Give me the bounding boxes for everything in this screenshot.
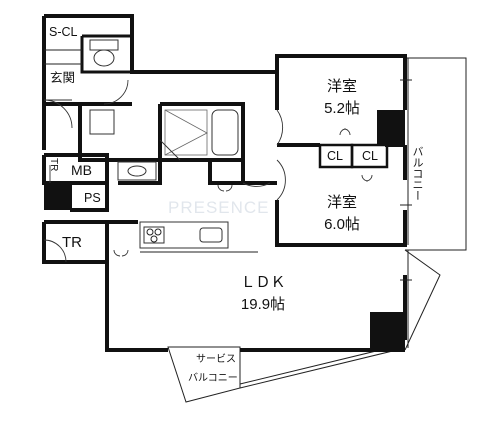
closet-box-2 [350,143,389,169]
bathtub [211,109,239,156]
closet-door-2 [361,174,373,182]
service-balcony-label-2: バルコニー [188,373,238,384]
western-room-2-size: 6.0帖 [324,215,360,233]
western-room-1-name: 洋室 [326,78,357,95]
kitchen-sink [199,227,223,243]
column-ldk [370,312,405,352]
shower-floor [164,109,208,156]
cooktop [143,226,165,244]
entrance-label: 玄関 [50,71,76,85]
closet-door-1 [339,128,351,136]
bed1-door [276,109,284,146]
burner-3 [150,235,158,243]
kitchen-storage-door [113,249,129,257]
tr-door [43,239,67,263]
bath-door [159,139,181,161]
washbasin-bowl [127,165,147,177]
burner-1 [146,228,154,236]
bedroom-wall-north [275,54,407,110]
kitchen-upper-wall [208,160,245,185]
western-room-2-name: 洋室 [326,194,357,211]
western-room-1-size: 5.2帖 [324,99,360,117]
corridor-door [103,79,129,105]
trunk-room-label: TR [62,234,82,251]
ldk-room: ＬＤＫ 19.9帖 [228,272,298,316]
balcony-outline [405,57,467,251]
column-bedroom [377,110,405,145]
balcony-label: バルコニー [411,146,423,201]
burner-2 [154,228,162,236]
shower-fold [164,109,208,156]
toilet-wall-2 [80,36,132,74]
ldk-door [242,182,271,187]
toilet-tank [89,39,119,51]
laundry-pan [89,109,115,135]
ldk-wall-west [105,222,168,352]
watermark: PRESENCE [168,198,270,217]
western-room-2: 洋室 6.0帖 [312,192,372,236]
closet-label-1: CL [327,149,343,163]
balcony-lower-outline [404,249,441,351]
toilet-bowl [93,49,115,67]
shoe-closet-label: S-CL [49,25,78,39]
ldk-name: ＬＤＫ [240,274,286,291]
closet-label-2: CL [362,149,378,163]
ldk-south-glazing-2 [239,347,406,389]
bedroom-wall-east-2 [275,200,407,247]
ps-block [44,181,109,212]
ps-label: PS [84,191,101,205]
service-balcony-label-1: サービス [196,354,236,365]
tr-block [42,220,109,264]
exterior-wall-north [44,14,277,74]
washroom-wall [78,104,162,185]
mb-label: MB [71,162,92,178]
tr-small-label: TR [48,158,59,172]
ldk-size: 19.9帖 [240,295,286,313]
entrance-door [43,99,73,129]
storage-door [217,184,233,192]
column-ps [44,183,72,210]
western-room-1: 洋室 5.2帖 [312,76,372,120]
bed2-door [276,159,286,201]
